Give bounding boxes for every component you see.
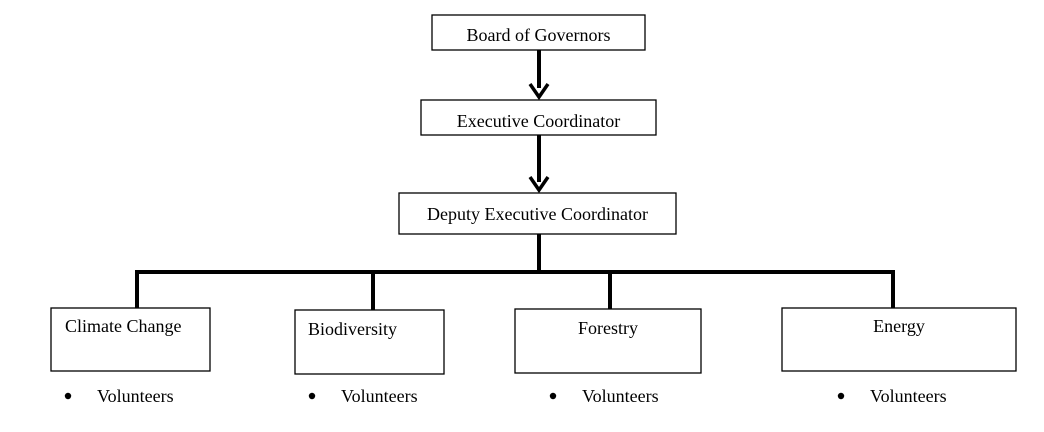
node-label: Energy bbox=[873, 316, 925, 336]
bullet-text: Volunteers bbox=[870, 386, 947, 406]
node-label: Deputy Executive Coordinator bbox=[427, 204, 648, 224]
branch-connector bbox=[135, 234, 895, 310]
node-climate-change: Climate Change bbox=[50, 307, 211, 372]
bullet-text: Volunteers bbox=[97, 386, 174, 406]
bullet-volunteers-energy: Volunteers bbox=[837, 386, 947, 406]
bullet-volunteers-climate: Volunteers bbox=[64, 386, 174, 406]
bullet-volunteers-forestry: Volunteers bbox=[549, 386, 659, 406]
node-biodiversity: Biodiversity bbox=[294, 309, 445, 375]
arrow-executive-to-deputy bbox=[528, 135, 550, 194]
node-label: Climate Change bbox=[65, 316, 181, 336]
node-board-of-governors: Board of Governors bbox=[431, 14, 646, 51]
node-label: Board of Governors bbox=[467, 25, 611, 45]
node-label: Executive Coordinator bbox=[457, 111, 620, 131]
bullet-icon bbox=[308, 392, 316, 400]
bullet-icon bbox=[64, 392, 72, 400]
bullet-text: Volunteers bbox=[341, 386, 418, 406]
bullet-volunteers-biodiversity: Volunteers bbox=[308, 386, 418, 406]
node-deputy-executive-coordinator: Deputy Executive Coordinator bbox=[398, 192, 677, 235]
node-label: Forestry bbox=[578, 318, 638, 338]
node-forestry: Forestry bbox=[514, 308, 702, 374]
node-executive-coordinator: Executive Coordinator bbox=[420, 99, 657, 136]
arrow-board-to-executive bbox=[528, 50, 550, 101]
node-label: Biodiversity bbox=[308, 319, 397, 339]
bullet-text: Volunteers bbox=[582, 386, 659, 406]
bullet-icon bbox=[837, 392, 845, 400]
node-energy: Energy bbox=[781, 307, 1017, 372]
bullet-icon bbox=[549, 392, 557, 400]
